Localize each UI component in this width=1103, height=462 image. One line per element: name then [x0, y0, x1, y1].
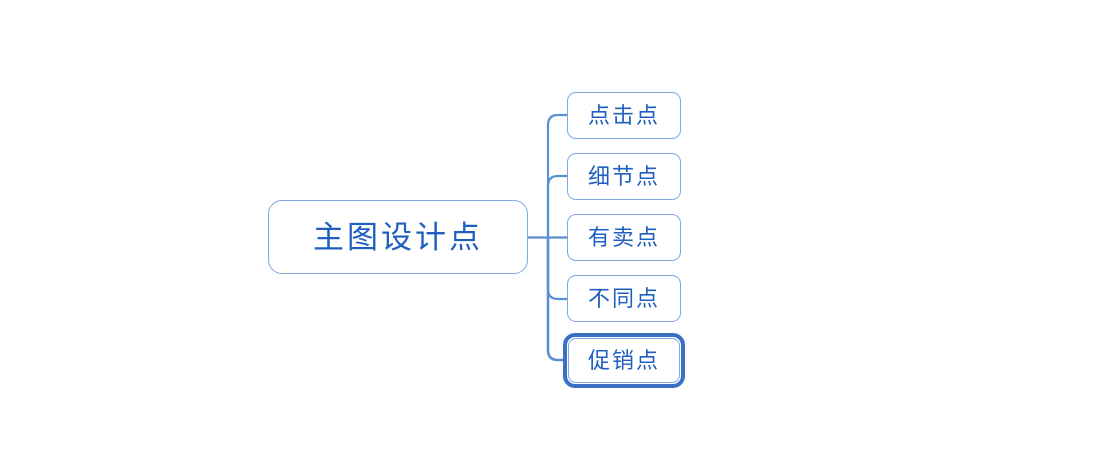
node-child-label: 有卖点: [587, 224, 660, 250]
node-child-difference-point[interactable]: 不同点: [567, 275, 681, 322]
node-child-label: 细节点: [587, 163, 660, 189]
node-child-selling-point[interactable]: 有卖点: [567, 214, 681, 261]
connector-branch-2: [546, 174, 567, 238]
node-child-label: 点击点: [587, 102, 660, 128]
node-child-click-point[interactable]: 点击点: [567, 92, 681, 139]
node-child-promotion-point[interactable]: 促销点: [568, 338, 680, 383]
connector-branch-1: [546, 113, 567, 238]
connector-branch-4: [546, 237, 567, 301]
node-selection-ring: [563, 333, 685, 388]
node-child-detail-point[interactable]: 细节点: [567, 153, 681, 200]
node-child-label: 促销点: [587, 347, 660, 373]
node-root-label: 主图设计点: [313, 219, 483, 255]
node-root[interactable]: 主图设计点: [268, 200, 528, 274]
node-child-label: 不同点: [587, 285, 660, 311]
